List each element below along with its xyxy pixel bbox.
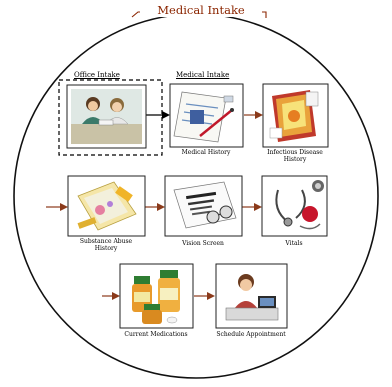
- step-schedule-appointment-icon: [215, 263, 288, 329]
- step-label-substance-abuse-history: Substance Abuse History: [79, 238, 133, 252]
- connector-entry-to-substance: [46, 203, 68, 211]
- step-substance-abuse-history-icon: [67, 175, 146, 237]
- step-label-vision-screen: Vision Screen: [182, 240, 224, 247]
- step-label-current-medications: Current Medications: [124, 331, 188, 338]
- connector-vision-to-vitals: [242, 203, 262, 211]
- step-medical-history-icon: [169, 83, 244, 148]
- connector-medications-to-schedule: [194, 292, 215, 300]
- step-vitals-icon: [261, 175, 328, 237]
- group-label-office: Office Intake: [74, 71, 120, 79]
- group-label-medical: Medical Intake: [176, 71, 230, 79]
- step-office-intake-icon: [66, 84, 147, 149]
- step-label-infectious-disease-history: Infectious Disease History: [267, 149, 323, 163]
- diagram-title: Medical Intake: [140, 3, 262, 17]
- connector-medical-to-infectious: [244, 111, 263, 119]
- step-vision-screen-icon: [164, 175, 243, 237]
- step-current-medications-icon: [119, 263, 194, 329]
- step-label-medical-history: Medical History: [181, 149, 231, 156]
- step-label-schedule-appointment: Schedule Appointment: [216, 331, 286, 338]
- connector-office-to-medical: [146, 111, 170, 119]
- connector-substance-to-vision: [145, 203, 165, 211]
- connector-entry-to-medications: [102, 292, 120, 300]
- step-infectious-disease-history-icon: [262, 83, 329, 148]
- step-label-vitals: Vitals: [285, 240, 303, 247]
